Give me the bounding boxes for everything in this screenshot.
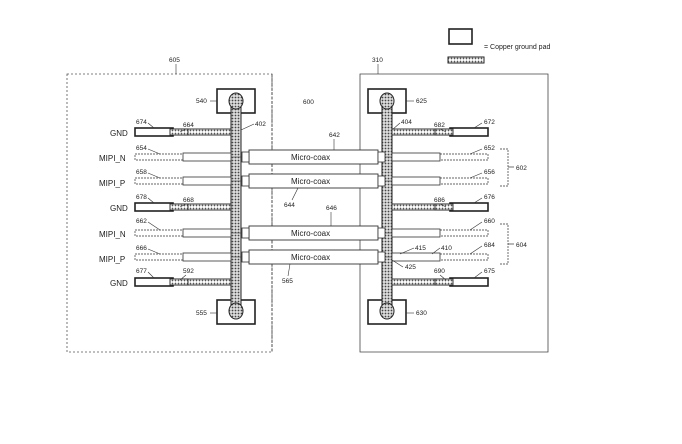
signal-label: GND — [110, 204, 128, 213]
ref-678: 678 — [136, 194, 147, 201]
legend-label: = Copper ground pad — [484, 44, 550, 51]
ref-602: 602 — [516, 165, 527, 172]
signal-labels-left: GND MIPI_N MIPI_P GND MIPI_N MIPI_P GND — [99, 129, 128, 288]
coax-label: Micro-coax — [291, 229, 330, 238]
board-left: 605 — [66, 57, 273, 353]
ref-664: 664 — [183, 122, 194, 129]
ref-686: 686 — [434, 197, 445, 204]
coax-ref: 642 — [329, 132, 340, 139]
signal-label: GND — [110, 279, 128, 288]
signal-label: GND — [110, 129, 128, 138]
board-left-outline — [66, 73, 273, 353]
pad-ref-br: 630 — [416, 310, 427, 317]
board-right-ref: 310 — [372, 57, 383, 64]
gap-ref: 600 — [303, 99, 314, 106]
signal-label: MIPI_N — [99, 154, 126, 163]
pad-ref-bl: 555 — [196, 310, 207, 317]
right-traces — [391, 127, 489, 287]
ref-668: 668 — [183, 197, 194, 204]
ref-604: 604 — [516, 242, 527, 249]
coax-ref: 565 — [282, 278, 293, 285]
ref-425: 425 — [405, 264, 416, 271]
ref-682: 682 — [434, 122, 445, 129]
left-traces — [134, 127, 232, 287]
ground-via-left — [216, 88, 256, 325]
brace-604: 604 — [500, 223, 527, 265]
signal-label: MIPI_N — [99, 230, 126, 239]
pad-ref-tr: 625 — [416, 98, 427, 105]
ref-690: 690 — [434, 268, 445, 275]
coax-ref: 644 — [284, 202, 295, 209]
legend-trace-swatch — [447, 56, 485, 64]
coax-label: Micro-coax — [291, 253, 330, 262]
ref-415: 415 — [415, 245, 426, 252]
brace-602: 602 — [500, 148, 527, 187]
ref-676: 676 — [484, 194, 495, 201]
ref-675: 675 — [484, 268, 495, 275]
ref-662: 662 — [136, 218, 147, 225]
board-left-ref: 605 — [169, 57, 180, 64]
micro-coax-cables: Micro-coax Micro-coax Micro-coax Micro-c… — [231, 149, 392, 265]
coax-ref: 646 — [326, 205, 337, 212]
coax-label: Micro-coax — [291, 177, 330, 186]
signal-label: MIPI_P — [99, 255, 125, 264]
legend-pad-swatch — [448, 28, 473, 45]
ref-677: 677 — [136, 268, 147, 275]
ref-656: 656 — [484, 169, 495, 176]
ref-666: 666 — [136, 245, 147, 252]
signal-label: MIPI_P — [99, 179, 125, 188]
ground-via-right — [367, 88, 407, 325]
ref-658: 658 — [136, 169, 147, 176]
ref-672: 672 — [484, 119, 495, 126]
ref-654: 654 — [136, 145, 147, 152]
ref-652: 652 — [484, 145, 495, 152]
refs-right: 682 672 652 656 686 676 660 415 410 684 … — [391, 119, 495, 281]
ref-592: 592 — [183, 268, 194, 275]
via-ref-right: 404 — [401, 119, 412, 126]
ref-410: 410 — [441, 245, 452, 252]
ref-674: 674 — [136, 119, 147, 126]
refs-left: 674 664 654 658 678 668 662 666 677 592 — [136, 119, 194, 281]
pad-ref-tl: 540 — [196, 98, 207, 105]
via-ref-left: 402 — [255, 121, 266, 128]
legend: = Copper ground pad — [447, 28, 550, 64]
ref-684: 684 — [484, 242, 495, 249]
coax-label: Micro-coax — [291, 153, 330, 162]
ref-660: 660 — [484, 218, 495, 225]
